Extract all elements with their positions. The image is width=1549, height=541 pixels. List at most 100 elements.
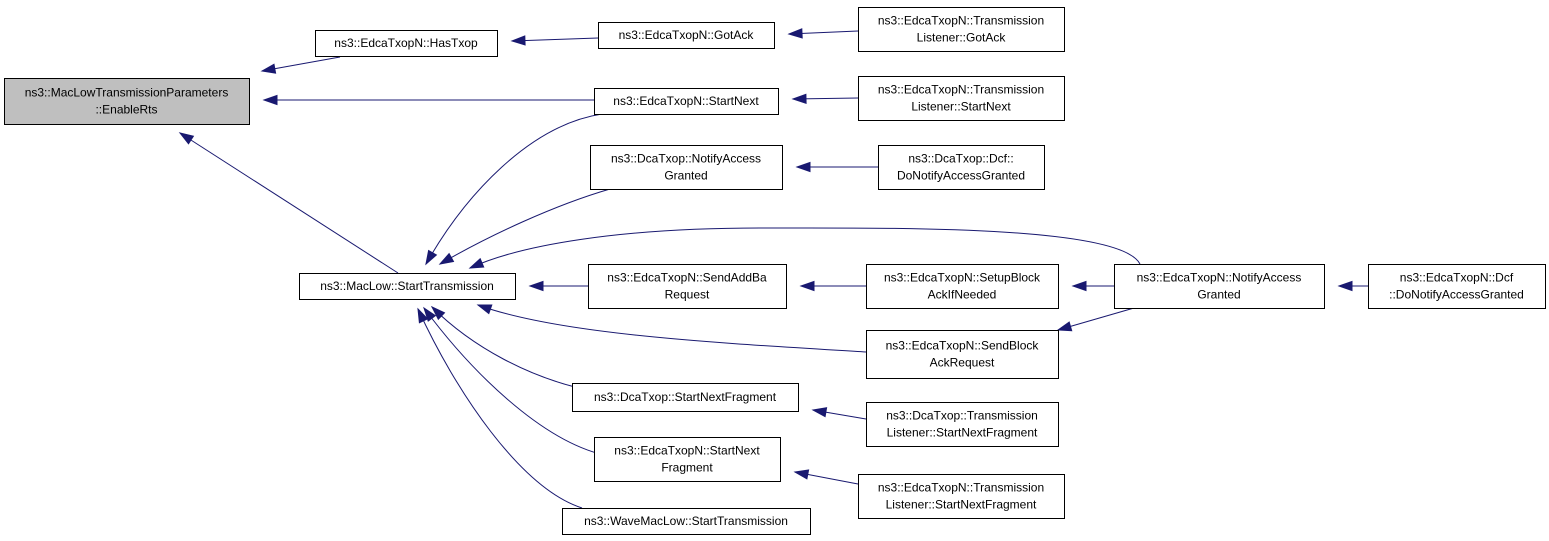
node-label: ns3::DcaTxop::StartNextFragment [594,390,777,404]
edge-edca_notify-to-starttx [468,227,1141,269]
arrow-head-icon [791,93,807,104]
node-label: AckIfNeeded [928,288,997,302]
node-wave[interactable]: ns3::WaveMacLow::StartTransmission [562,508,811,535]
node-edca_notify[interactable]: ns3::EdcaTxopN::NotifyAccessGranted [1114,264,1325,309]
node-edca_dcf[interactable]: ns3::EdcaTxopN::Dcf::DoNotifyAccessGrant… [1368,264,1546,309]
edge-dca_notify-to-starttx [438,188,611,265]
node-box [866,402,1059,447]
nodes-layer: ns3::MacLowTransmissionParameters::Enabl… [4,7,1546,535]
node-starttx[interactable]: ns3::MacLow::StartTransmission [299,273,516,300]
node-label: ns3::EdcaTxopN::SendBlock [886,339,1040,353]
node-box [598,22,775,49]
node-tl_gotack[interactable]: ns3::EdcaTxopN::TransmissionListener::Go… [858,7,1065,52]
node-label: ns3::MacLowTransmissionParameters [25,86,229,100]
arrow-head-icon [1071,280,1087,292]
node-box [858,7,1065,52]
edge-hastxop-to-root [260,56,341,74]
edge-edca_tl_snf-to-edca_snf [793,469,859,485]
node-box [572,383,799,412]
node-box [866,264,1059,309]
arrow-head-icon [417,307,429,324]
arrow-head-icon [1337,280,1353,292]
node-label: Request [665,288,710,302]
node-box [299,273,516,300]
edge-edca_snf-to-starttx [423,306,605,456]
node-label: AckRequest [930,356,995,370]
node-box [562,508,811,535]
node-startnext[interactable]: ns3::EdcaTxopN::StartNext [594,88,779,115]
edge-starttx-to-root [178,132,399,274]
node-edca_snf[interactable]: ns3::EdcaTxopN::StartNextFragment [594,437,781,482]
arrow-head-icon [793,469,810,480]
node-hastxop[interactable]: ns3::EdcaTxopN::HasTxop [315,30,498,57]
edge-line [477,304,867,353]
node-label: ns3::EdcaTxopN::StartNext [613,94,759,108]
arrow-head-icon [476,304,493,315]
edge-sendblockack-to-starttx [476,304,867,353]
arrow-head-icon [178,132,195,145]
edge-sendaddba-to-starttx [528,280,588,292]
arrow-head-icon [262,94,278,106]
edge-edca_notify-to-setupblock [1071,280,1114,292]
arrow-head-icon [1056,321,1073,332]
node-label: Listener::StartNextFragment [886,498,1037,512]
arrow-head-icon [799,280,815,292]
arrow-head-icon [430,305,446,321]
node-label: DoNotifyAccessGranted [897,169,1025,183]
node-label: ::EnableRts [95,103,157,117]
node-box [1114,264,1325,309]
node-label: ns3::EdcaTxopN::StartNext [614,444,760,458]
node-label: Listener::StartNext [911,100,1011,114]
edge-dca_tl_snf-to-dca_snf [811,407,867,420]
node-label: Granted [664,169,707,183]
node-label: ns3::WaveMacLow::StartTransmission [584,514,788,528]
node-dca_dcf[interactable]: ns3::DcaTxop::Dcf::DoNotifyAccessGranted [878,145,1045,190]
node-label: ns3::EdcaTxopN::Dcf [1400,271,1514,285]
arrow-head-icon [787,28,803,39]
node-label: Listener::StartNextFragment [887,426,1038,440]
node-label: ns3::EdcaTxopN::SendAddBa [607,271,767,285]
edge-startnext-to-root [262,94,594,106]
edge-line [469,227,1141,269]
edge-wave-to-starttx [417,307,583,509]
arrow-head-icon [423,306,437,322]
node-root[interactable]: ns3::MacLowTransmissionParameters::Enabl… [4,78,250,125]
arrow-head-icon [260,63,277,74]
arrow-head-icon [528,280,544,292]
node-dca_snf[interactable]: ns3::DcaTxop::StartNextFragment [572,383,799,412]
node-label: Listener::GotAck [917,31,1007,45]
edge-gotack-to-hastxop [510,35,599,46]
node-label: Granted [1197,288,1240,302]
node-box [858,76,1065,121]
node-dca_tl_snf[interactable]: ns3::DcaTxop::TransmissionListener::Star… [866,402,1059,447]
node-label: ::DoNotifyAccessGranted [1389,288,1524,302]
node-label: ns3::EdcaTxopN::Transmission [878,83,1044,97]
node-label: ns3::MacLow::StartTransmission [320,279,494,293]
edge-tl_startnext-to-startnext [791,93,859,104]
arrow-head-icon [438,252,455,265]
node-label: ns3::DcaTxop::NotifyAccess [611,152,761,166]
node-label: ns3::EdcaTxopN::SetupBlock [884,271,1041,285]
node-label: ns3::EdcaTxopN::Transmission [878,14,1044,28]
node-label: ns3::EdcaTxopN::Transmission [878,481,1044,495]
node-box [594,437,781,482]
arrow-head-icon [468,257,485,269]
node-box [315,30,498,57]
node-box [590,145,783,190]
node-gotack[interactable]: ns3::EdcaTxopN::GotAck [598,22,775,49]
edge-tl_gotack-to-gotack [787,28,859,39]
edge-line [439,188,611,265]
node-tl_startnext[interactable]: ns3::EdcaTxopN::TransmissionListener::St… [858,76,1065,121]
node-box [878,145,1045,190]
edge-edca_dcf-to-edca_notify [1337,280,1368,292]
edge-line [511,37,599,42]
edge-line [423,307,605,456]
node-box [1368,264,1546,309]
node-box [594,88,779,115]
node-dca_notify[interactable]: ns3::DcaTxop::NotifyAccessGranted [590,145,783,190]
node-edca_tl_snf[interactable]: ns3::EdcaTxopN::TransmissionListener::St… [858,474,1065,519]
